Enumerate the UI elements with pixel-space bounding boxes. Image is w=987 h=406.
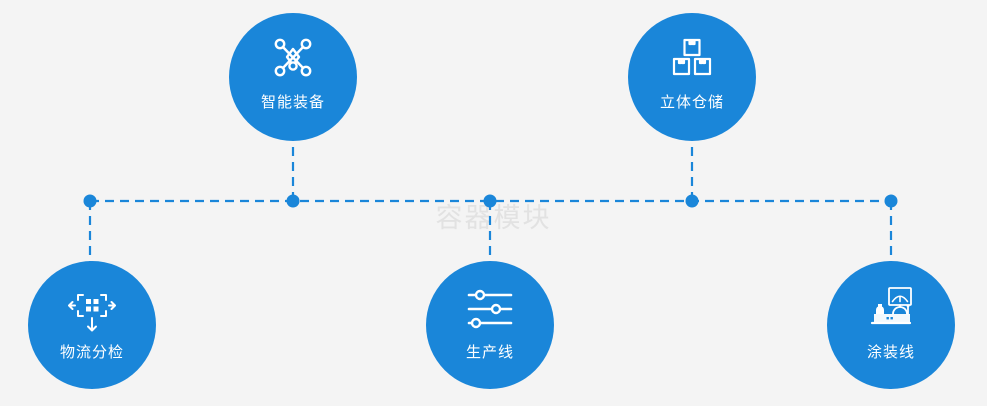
node-smart-equipment[interactable]: 智能装备 <box>229 13 357 141</box>
junction-dot-smart <box>286 194 300 208</box>
node-label-sorting: 物流分检 <box>59 344 124 361</box>
node-production-line[interactable]: 生产线 <box>426 261 554 389</box>
sorting-grid-icon <box>68 285 116 333</box>
sliders-icon <box>466 285 514 333</box>
node-paint-line[interactable]: 涂装线 <box>827 261 955 389</box>
node-label-production-line: 生产线 <box>465 344 514 361</box>
junction-dot-prodline <box>483 194 497 208</box>
node-label-warehouse: 立体仓储 <box>659 94 724 111</box>
junction-dot-warehouse <box>685 194 699 208</box>
node-warehouse[interactable]: 立体仓储 <box>628 13 756 141</box>
network-nodes-icon <box>269 35 317 83</box>
node-label-smart-equipment: 智能装备 <box>260 94 325 111</box>
junction-dot-sorting <box>83 194 97 208</box>
stacked-boxes-icon <box>668 35 716 83</box>
node-label-paint-line: 涂装线 <box>866 344 915 361</box>
junction-dot-paintline <box>884 194 898 208</box>
factory-monitor-icon <box>867 285 915 333</box>
node-sorting[interactable]: 物流分检 <box>28 261 156 389</box>
